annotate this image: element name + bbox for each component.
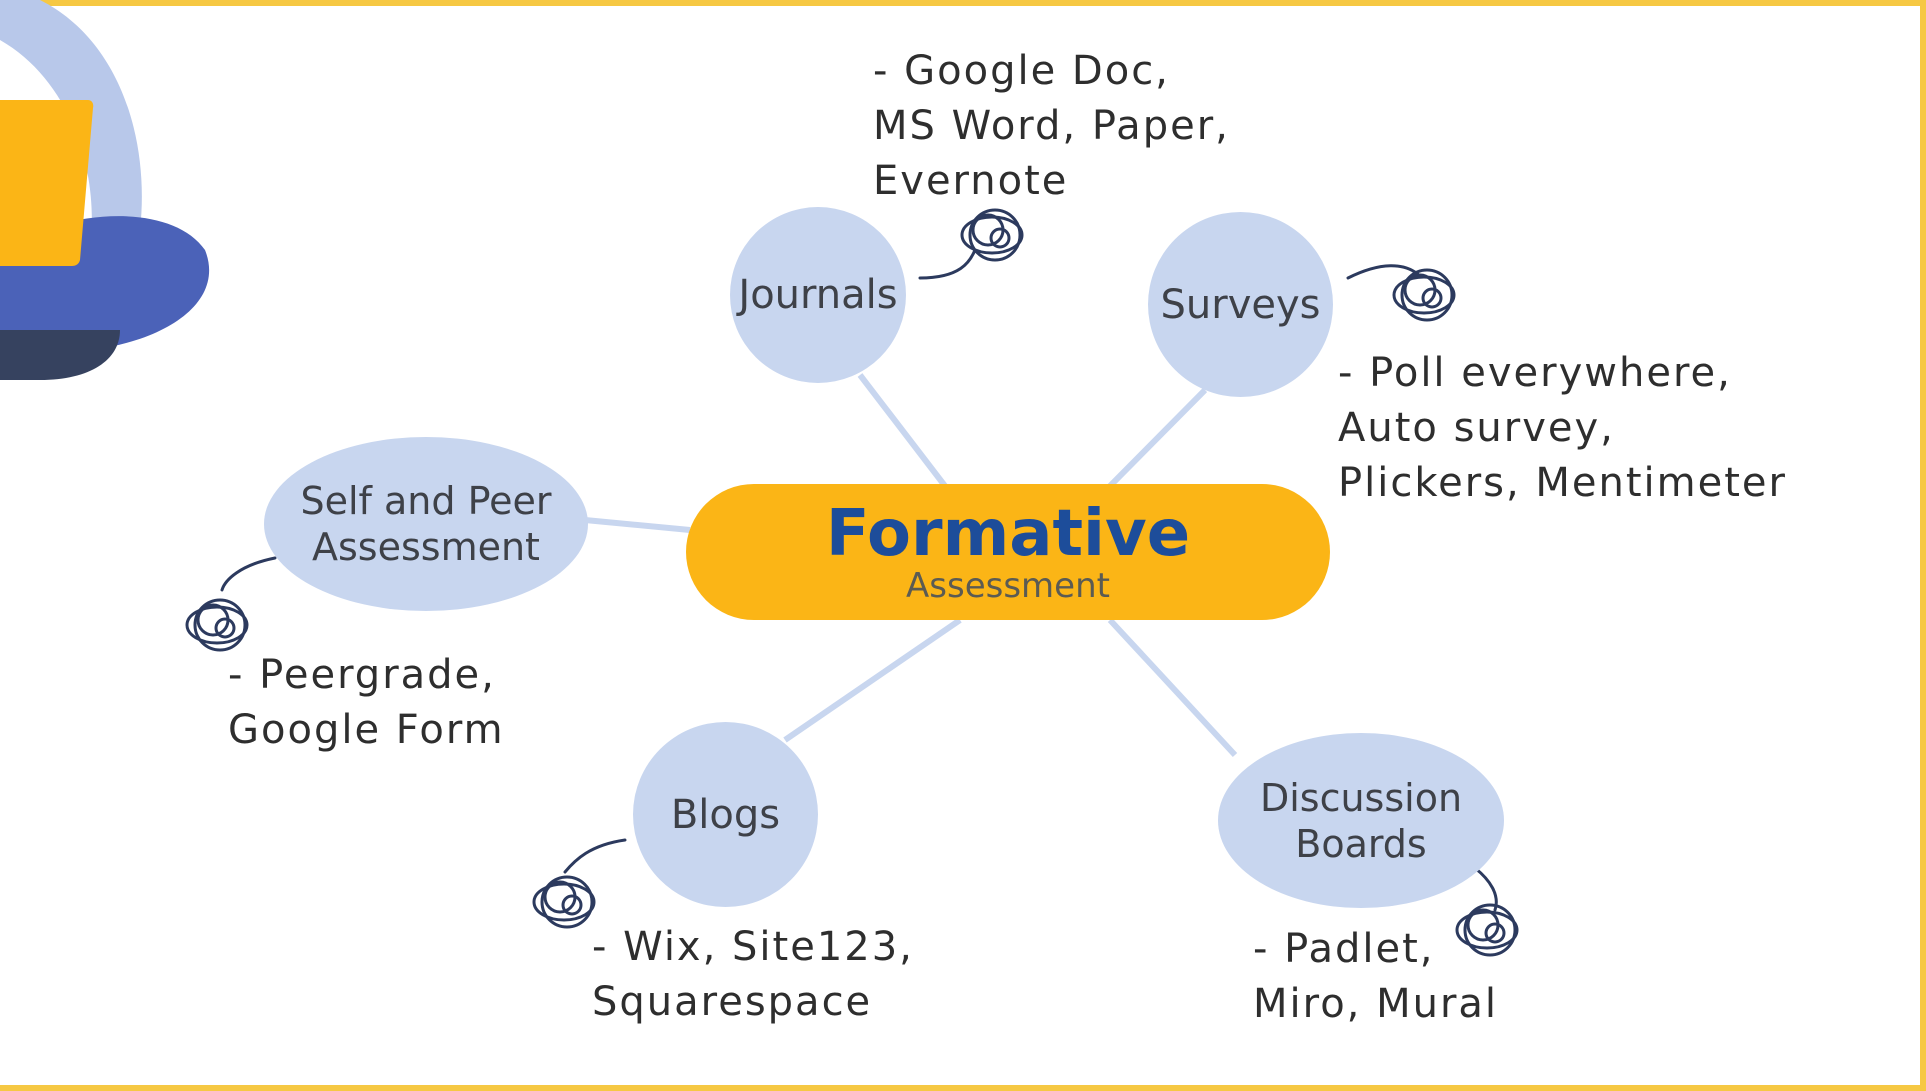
connector-surveys	[1107, 387, 1208, 489]
center-node-formative-assessment: Formative Assessment	[686, 484, 1330, 620]
bubble-surveys: Surveys	[1148, 212, 1333, 397]
bubble-discussion-label: Discussion Boards	[1259, 775, 1463, 866]
scribble-icon	[960, 208, 1024, 262]
tools-surveys: - Poll everywhere, Auto survey, Plickers…	[1338, 350, 1787, 506]
connector-blogs	[783, 617, 962, 743]
bubble-journals: Journals	[730, 207, 906, 383]
connector-self-peer	[584, 517, 691, 533]
connector-journals	[857, 373, 948, 488]
tools-blogs: - Wix, Site123, Squarespace	[592, 924, 914, 1025]
bubble-journals-label: Journals	[738, 272, 898, 318]
scribble-icon	[185, 598, 249, 652]
tools-journals: - Google Doc, MS Word, Paper, Evernote	[873, 48, 1230, 204]
bubble-blogs-label: Blogs	[670, 791, 781, 838]
bubble-self-peer-assessment: Self and Peer Assessment	[264, 437, 588, 611]
scribble-icon	[1392, 268, 1456, 322]
center-title: Formative	[825, 497, 1191, 571]
bubble-self-peer-label: Self and Peer Assessment	[300, 479, 552, 569]
bubble-discussion-boards: Discussion Boards	[1218, 733, 1504, 908]
bubble-blogs: Blogs	[633, 722, 818, 907]
tools-discussion: - Padlet, Miro, Mural	[1253, 926, 1499, 1027]
tools-self-peer: - Peergrade, Google Form	[228, 652, 505, 753]
bubble-surveys-label: Surveys	[1160, 281, 1321, 328]
scribble-icon	[532, 875, 596, 929]
connector-discussion	[1107, 617, 1238, 758]
scribble-icon	[1455, 903, 1519, 957]
center-subtitle: Assessment	[906, 566, 1110, 606]
person-with-laptop-illustration	[0, 0, 210, 380]
